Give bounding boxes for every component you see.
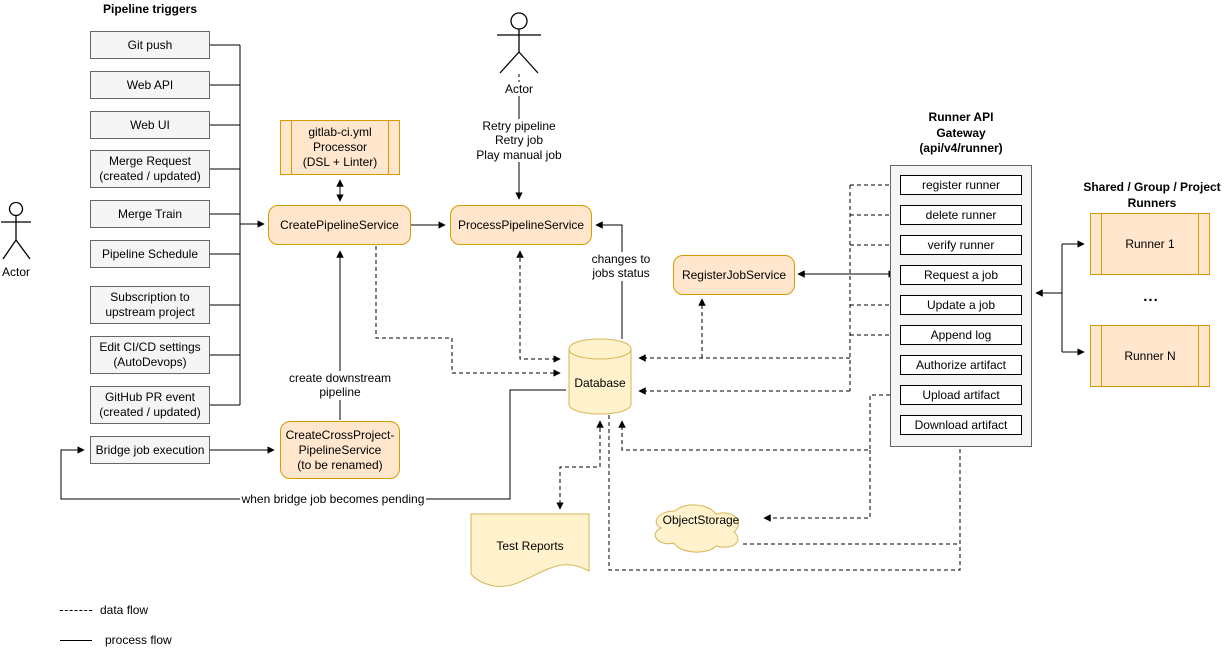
edge-processpipeline-database (516, 250, 561, 363)
trigger-edit-cicd: Edit CI/CD settings (AutoDevops) (90, 336, 210, 374)
process-flow-edges (60, 44, 1085, 500)
edge-uploadartifact-to-database (618, 394, 897, 451)
legend-dashed-line (60, 610, 92, 611)
create-cross-project-pipeline-service: CreateCrossProject- PipelineService (to … (280, 421, 400, 479)
actor-top-figure (497, 12, 541, 82)
database: Database (568, 338, 632, 415)
actor-left-label: Actor (1, 265, 30, 279)
pipeline-triggers-title: Pipeline triggers (102, 2, 198, 16)
runner-api-gateway-title: Runner API Gateway (api/v4/runner) (919, 110, 1003, 156)
when-bridge-job-pending-label: when bridge job becomes pending (240, 492, 426, 507)
endpoint-upload-artifact: Upload artifact (900, 385, 1022, 405)
endpoint-update-a-job: Update a job (900, 295, 1022, 315)
endpoint-verify-runner: verify runner (900, 235, 1022, 255)
legend-process-flow-label: process flow (105, 633, 172, 647)
data-flow-edges (375, 184, 964, 571)
database-label: Database (574, 376, 626, 390)
register-job-service: RegisterJobService (673, 255, 795, 295)
database-cylinder-shape (568, 338, 632, 415)
legend-data-flow-label: data flow (100, 603, 149, 617)
gateway-row-dashes (850, 184, 897, 336)
trigger-web-ui: Web UI (90, 111, 210, 139)
legend-solid-line (60, 640, 92, 641)
edge-database-testreports (556, 420, 604, 510)
process-pipeline-service: ProcessPipelineService (450, 205, 592, 245)
trigger-merge-train: Merge Train (90, 200, 210, 228)
object-storage-label: ObjectStorage (662, 513, 740, 527)
trigger-pipeline-schedule: Pipeline Schedule (90, 240, 210, 268)
retry-label: Retry pipeline Retry job Play manual job (460, 119, 578, 163)
test-reports-document-shape (470, 513, 590, 587)
edge-objectstorage-to-downloadartifact (743, 439, 964, 545)
trigger-web-api: Web API (90, 71, 210, 99)
endpoint-register-runner: register runner (900, 175, 1022, 195)
endpoint-request-a-job: Request a job (900, 265, 1022, 285)
actor-top-label: Actor (504, 82, 533, 96)
runner-n: Runner N (1090, 325, 1210, 387)
trigger-subscription: Subscription to upstream project (90, 286, 210, 324)
edge-createpipeline-to-database (375, 246, 561, 377)
test-reports-label: Test Reports (496, 539, 564, 553)
trigger-github-pr: GitHub PR event (created / updated) (90, 386, 210, 424)
test-reports: Test Reports (470, 513, 590, 589)
endpoint-append-log: Append log (900, 325, 1022, 345)
changes-to-jobs-status-label: changes to jobs status (585, 252, 657, 281)
trigger-branch-lines (210, 44, 240, 406)
create-pipeline-service: CreatePipelineService (268, 205, 411, 245)
gitlab-ci-yml-processor: gitlab-ci.yml Processor (DSL + Linter) (280, 120, 400, 175)
edge-database-to-downloadartifact (608, 415, 961, 571)
endpoint-authorize-artifact: Authorize artifact (900, 355, 1022, 375)
actor-left-figure (1, 201, 31, 260)
runner-1: Runner 1 (1090, 213, 1210, 275)
endpoint-download-artifact: Download artifact (900, 415, 1022, 435)
object-storage-cloud-shape (654, 504, 739, 553)
object-storage: ObjectStorage (644, 485, 758, 557)
runners-ellipsis: ... (1143, 288, 1159, 305)
trigger-git-push: Git push (90, 31, 210, 59)
trigger-merge-request: Merge Request (created / updated) (90, 150, 210, 188)
runners-title: Shared / Group / Project Runners (1083, 180, 1221, 210)
edge-uploadartifact-to-objectstorage (763, 450, 871, 522)
endpoint-delete-runner: delete runner (900, 205, 1022, 225)
create-downstream-pipeline-label: create downstream pipeline (282, 371, 398, 400)
trigger-bridge-job: Bridge job execution (90, 436, 210, 464)
edge-database-to-processpipeline (595, 221, 623, 339)
